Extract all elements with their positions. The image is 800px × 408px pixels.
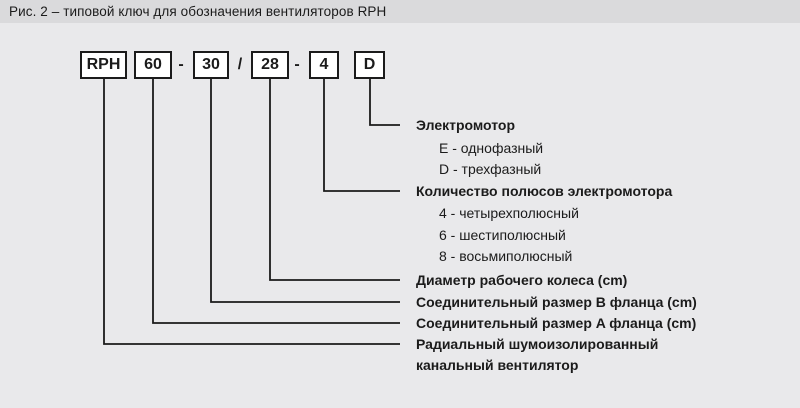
- label-flange-size-b: Соединительный размер B фланца (cm): [416, 294, 697, 310]
- option-single-phase: E - однофазный: [439, 140, 544, 156]
- connector-size-b: [210, 79, 400, 303]
- connector-fan-type: [103, 79, 400, 345]
- code-box-rph: RPH: [80, 51, 127, 79]
- code-box-impeller-diameter: 28: [251, 51, 289, 79]
- connector-motor-type: [369, 79, 400, 126]
- option-eight-pole: 8 - восьмиполюсный: [439, 248, 573, 264]
- code-box-size-a: 60: [134, 51, 172, 79]
- label-impeller-diameter: Диаметр рабочего колеса (cm): [416, 272, 628, 288]
- connector-poles: [323, 79, 400, 192]
- option-six-pole: 6 - шестиполюсный: [439, 227, 566, 243]
- label-flange-size-a: Соединительный размер A фланца (cm): [416, 315, 697, 331]
- code-box-poles: 4: [309, 51, 339, 79]
- separator-hyphen-1: -: [178, 56, 184, 73]
- figure-caption-text: Рис. 2 – типовой ключ для обозначения ве…: [9, 4, 387, 19]
- connector-impeller-diameter: [269, 79, 400, 281]
- label-electromotor: Электромотор: [416, 117, 516, 133]
- label-fan-type-line2: канальный вентилятор: [416, 357, 579, 373]
- separator-slash: /: [237, 56, 243, 73]
- option-three-phase: D - трехфазный: [439, 161, 542, 177]
- label-motor-poles: Количество полюсов электромотора: [416, 183, 673, 199]
- separator-hyphen-2: -: [294, 56, 300, 73]
- label-fan-type-line1: Радиальный шумоизолированный: [416, 336, 659, 352]
- figure-caption-bar: Рис. 2 – типовой ключ для обозначения ве…: [0, 0, 800, 23]
- connector-size-a: [152, 79, 400, 324]
- option-four-pole: 4 - четырехполюсный: [439, 205, 579, 221]
- code-box-motor-type: D: [354, 51, 385, 79]
- code-box-size-b: 30: [193, 51, 229, 79]
